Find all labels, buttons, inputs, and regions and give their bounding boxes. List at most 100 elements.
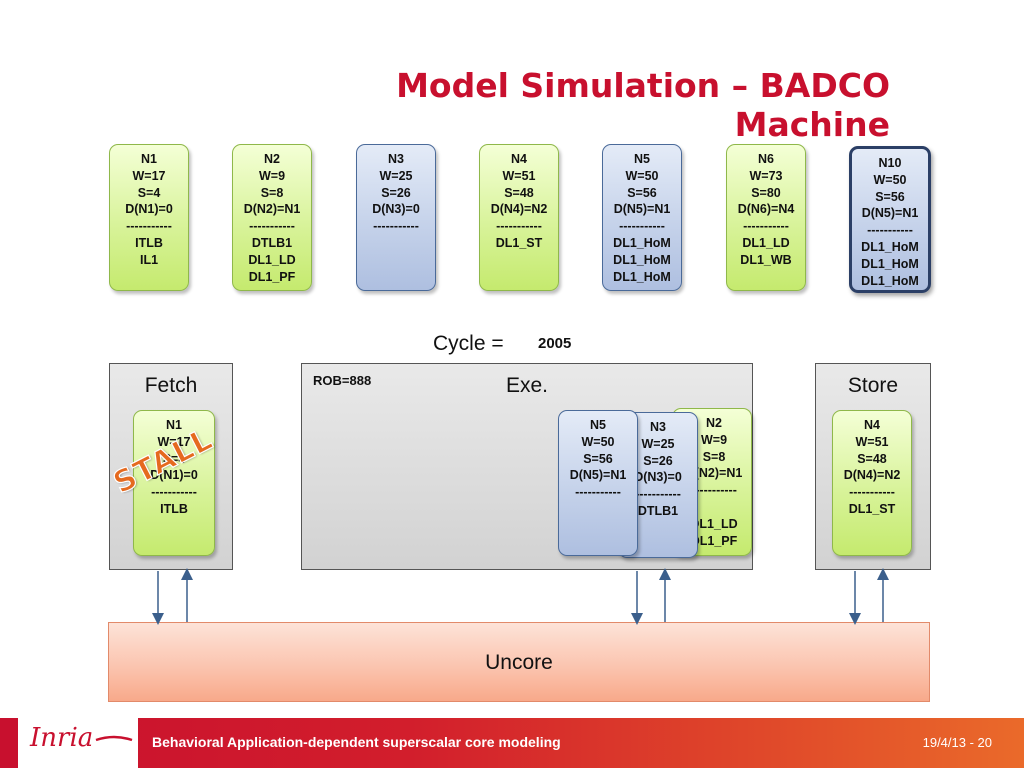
node-line: S=8: [260, 185, 284, 200]
footer-title: Behavioral Application-dependent supersc…: [152, 734, 561, 750]
node-line: W=50: [581, 434, 615, 449]
node-line: DL1_WB: [740, 252, 792, 267]
node-line: -----------: [126, 219, 172, 234]
node-line: W=50: [873, 172, 907, 187]
footer-date: 19/4/13 - 20: [922, 735, 992, 750]
node-line: W=17: [132, 168, 166, 183]
node-line: D(N1)=0: [150, 468, 198, 483]
node-line: W=51: [502, 168, 536, 183]
node-line: D(N2)=N1: [685, 466, 743, 481]
node-line: D(N2)=N1: [243, 202, 301, 217]
node-line: W=25: [641, 436, 675, 451]
node-line: N1: [166, 418, 182, 432]
store-stage-label: Store: [847, 374, 899, 397]
node-line: W=50: [625, 168, 659, 183]
node-line: DL1_PF: [248, 269, 296, 284]
footer-bar: Behavioral Application-dependent supersc…: [0, 718, 1024, 768]
node-line: DL1_HoM: [861, 273, 919, 288]
node-line: -----------: [496, 219, 542, 234]
node-line: S=8: [702, 449, 726, 464]
node-line: N3: [650, 420, 666, 434]
node-line: S=56: [875, 189, 905, 204]
slide-title: Model Simulation – BADCO Machine: [396, 66, 890, 144]
node-line: S=26: [381, 185, 411, 200]
node-line: -----------: [151, 485, 197, 500]
exe-stage-label: Exe.: [505, 374, 549, 397]
node-line: W=17: [157, 434, 191, 449]
node-line: N2: [706, 416, 722, 430]
inria-logo: Inria: [18, 706, 138, 768]
node-line: DL1_LD: [690, 516, 738, 531]
node-line: D(N1)=0: [125, 202, 173, 217]
node-line: D(N3)=0: [634, 470, 682, 485]
node-line: ITLB: [160, 501, 188, 516]
node-line: W=51: [855, 434, 889, 449]
node-line: W=73: [749, 168, 783, 183]
node-line: D(N5)=N1: [613, 202, 671, 217]
node-line: IL1: [139, 252, 159, 267]
node-line: DL1_LD: [248, 252, 296, 267]
node-line: N4: [864, 418, 880, 432]
node-line: DL1_HoM: [613, 252, 671, 267]
node-line: S=48: [504, 185, 534, 200]
node-line: DL1_PF: [690, 533, 738, 548]
node-line: D(N5)=N1: [861, 206, 919, 221]
node-line: D(N4)=N2: [490, 202, 548, 217]
node-line: S=48: [857, 451, 887, 466]
node-line: DL1_ST: [848, 501, 896, 516]
node-line: N1: [141, 152, 157, 166]
node-line: N5: [590, 418, 606, 432]
node-line: -----------: [373, 219, 419, 234]
cycle-label: Cycle =: [433, 332, 504, 355]
node-line: -----------: [249, 219, 295, 234]
node-line: S=80: [751, 185, 781, 200]
node-line: ITLB: [135, 235, 163, 250]
uncore-block: Uncore: [108, 622, 930, 702]
node-line: N6: [758, 152, 774, 166]
node-line: DL1_HoM: [861, 256, 919, 271]
node-line: N5: [634, 152, 650, 166]
node-line: -----------: [743, 219, 789, 234]
node-line: D(N3)=0: [372, 202, 420, 217]
node-line: DTLB1: [637, 503, 679, 518]
fetch-stage-label: Fetch: [144, 374, 198, 397]
node-line: S=56: [583, 451, 613, 466]
node-line: N2: [264, 152, 280, 166]
node-line: N10: [878, 156, 902, 170]
node-line: DL1_LD: [742, 235, 790, 250]
node-line: D(N6)=N4: [737, 202, 795, 217]
svg-text:Inria: Inria: [29, 723, 93, 753]
node-line: W=9: [258, 168, 286, 183]
node-line: N3: [388, 152, 404, 166]
node-line: DL1_HoM: [861, 239, 919, 254]
node-line: W=25: [379, 168, 413, 183]
node-line: DL1_ST: [495, 235, 543, 250]
node-line: N4: [511, 152, 527, 166]
cycle-value: 2005: [538, 335, 572, 352]
node-line: D(N4)=N2: [843, 468, 901, 483]
rob-counter: ROB=888: [313, 373, 372, 388]
node-line: DL1_HoM: [613, 269, 671, 284]
node-line: S=56: [627, 185, 657, 200]
uncore-label: Uncore: [485, 651, 553, 674]
node-line: DL1_HoM: [613, 235, 671, 250]
node-line: -----------: [619, 219, 665, 234]
node-line: -----------: [691, 483, 737, 498]
node-line: S=4: [137, 185, 161, 200]
node-line: D(N5)=N1: [569, 468, 627, 483]
node-line: S=26: [643, 453, 673, 468]
inria-logo-mark: Inria: [29, 723, 133, 753]
node-line: DTLB1: [251, 235, 293, 250]
node-line: -----------: [849, 485, 895, 500]
node-line: S=4: [162, 451, 186, 466]
